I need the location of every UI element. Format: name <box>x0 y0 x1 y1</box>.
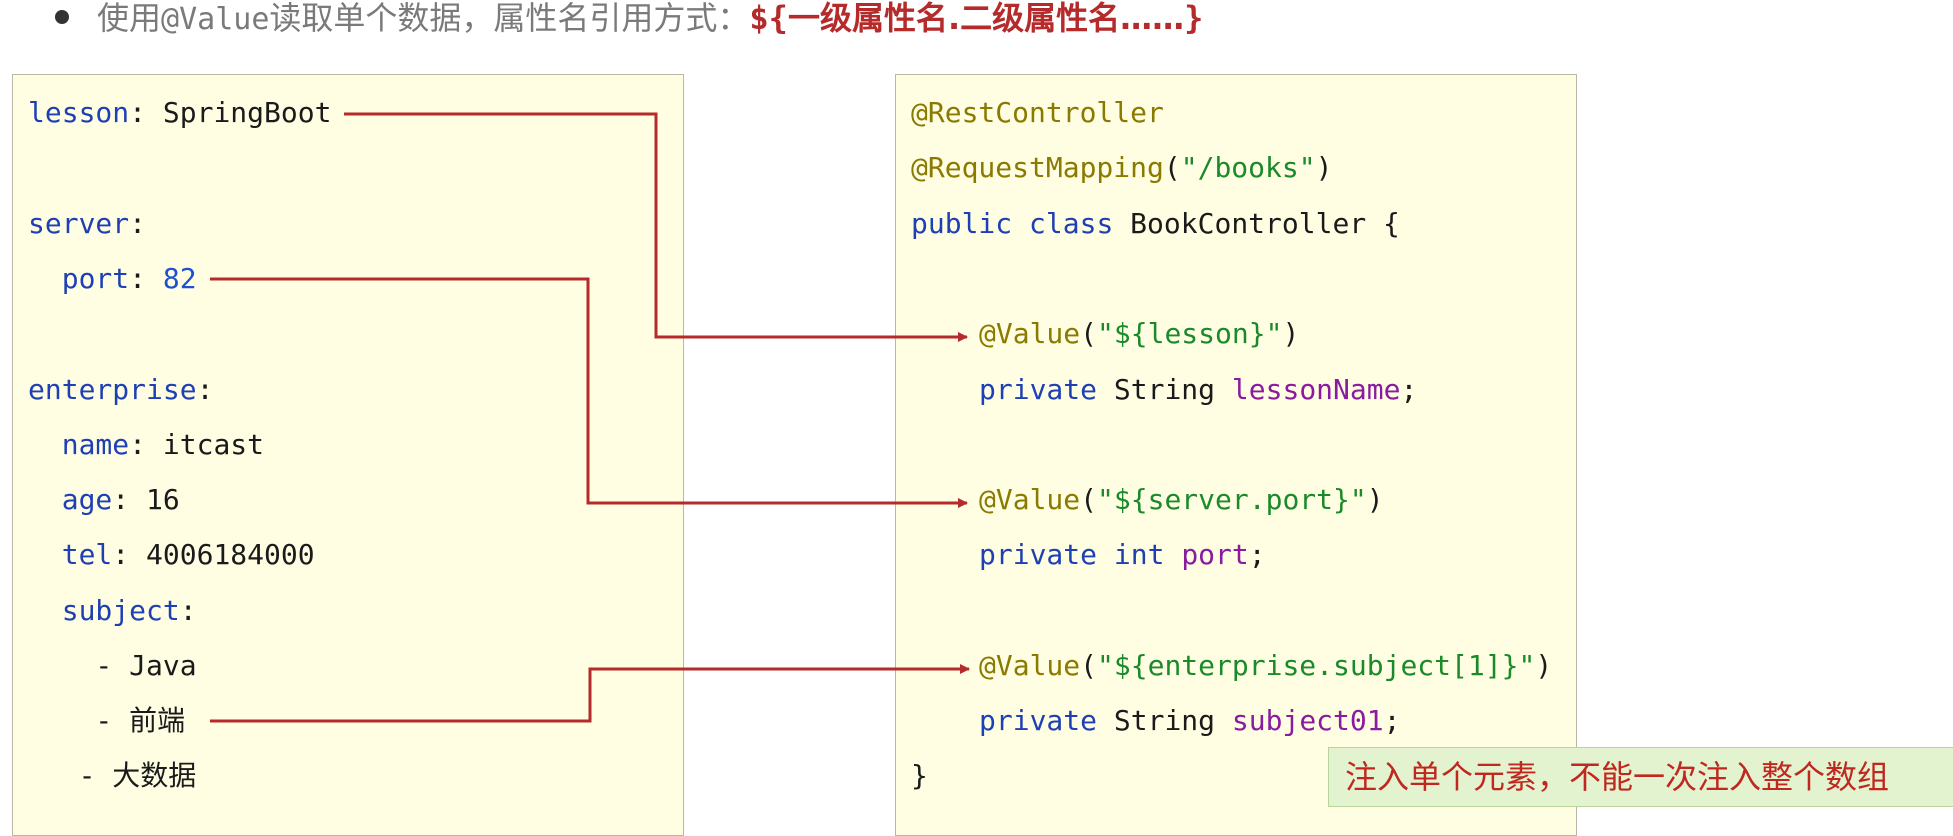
java-keyword: class <box>1029 207 1114 240</box>
java-type: String <box>1113 704 1216 737</box>
yaml-line-server: server: <box>28 207 147 240</box>
yaml-value: 4006184000 <box>146 538 315 571</box>
connector-arrows <box>210 112 970 723</box>
header-annotation: @Value <box>161 2 270 37</box>
highlight-close: } <box>1184 0 1204 37</box>
yaml-list-value: 大数据 <box>112 759 197 792</box>
yaml-value: itcast <box>162 428 265 461</box>
yaml-value: 82 <box>162 262 197 295</box>
header-middle: 读取单个数据，属性名引用方式： <box>269 0 750 37</box>
yaml-key: lesson <box>28 96 130 129</box>
java-line-requestmapping: @RequestMapping("/books") <box>911 151 1333 184</box>
yaml-key: port <box>61 262 130 295</box>
highlight-text: 一级属性名.二级属性名…… <box>787 0 1185 37</box>
yaml-line-name: name: itcast <box>61 428 265 461</box>
java-annotation: @RequestMapping <box>911 151 1164 184</box>
java-line-value-subject: @Value("${enterprise.subject[1]}") <box>979 649 1553 682</box>
header-highlight: ${一级属性名.二级属性名……} <box>749 0 1203 37</box>
java-keyword: private <box>979 373 1098 406</box>
java-annotation: @Value <box>979 483 1081 516</box>
java-string: "/books" <box>1180 151 1316 184</box>
java-keyword: private <box>979 704 1098 737</box>
java-line-field-subject: private String subject01; <box>979 704 1401 737</box>
yaml-value: 16 <box>146 483 180 516</box>
yaml-key: subject <box>61 594 180 627</box>
java-annotation: @RestController <box>911 96 1164 129</box>
java-field: port <box>1181 538 1249 571</box>
java-line-restcontroller: @RestController <box>911 96 1164 130</box>
java-line-value-lesson: @Value("${lesson}") <box>979 317 1300 350</box>
java-keyword: public <box>911 207 1013 240</box>
connector-port <box>210 277 968 508</box>
connector-subject <box>210 664 970 723</box>
yaml-list-item: - 大数据 <box>28 759 197 792</box>
java-line-field-lesson: private String lessonName; <box>979 373 1418 406</box>
yaml-key: enterprise <box>28 373 197 406</box>
bullet-icon <box>55 10 69 24</box>
yaml-key: tel <box>61 538 113 571</box>
yaml-line-port: port: 82 <box>61 262 197 295</box>
java-type: int <box>1113 538 1165 571</box>
header-bullet-line: 使用@Value读取单个数据，属性名引用方式：${一级属性名.二级属性名……} <box>55 0 1203 40</box>
highlight-open: ${ <box>749 0 788 37</box>
yaml-code-panel: lesson: SpringBoot server: port: 82 ente… <box>12 74 684 836</box>
java-string: "${server.port}" <box>1097 483 1367 516</box>
java-annotation: @Value <box>979 649 1081 682</box>
java-line-field-port: private int port; <box>979 538 1266 571</box>
yaml-value: SpringBoot <box>162 96 332 129</box>
java-annotation: @Value <box>979 317 1081 350</box>
yaml-line-lesson: lesson: SpringBoot <box>28 96 332 129</box>
yaml-line-enterprise: enterprise: <box>28 373 214 406</box>
java-type: String <box>1113 373 1216 406</box>
java-class-name: BookController <box>1130 207 1367 240</box>
note-box: 注入单个元素，不能一次注入整个数组 <box>1328 747 1953 807</box>
java-line-class-decl: public class BookController { <box>911 207 1400 240</box>
header-prefix: 使用 <box>97 0 162 37</box>
yaml-key: name <box>61 428 130 461</box>
java-string: "${enterprise.subject[1]}" <box>1097 649 1536 682</box>
yaml-line-subject: subject: <box>61 594 197 627</box>
yaml-list-item: - 前端 <box>28 704 186 737</box>
yaml-list-item: - Java <box>28 649 197 682</box>
yaml-key: server <box>28 207 130 240</box>
yaml-list-value: 前端 <box>129 704 186 737</box>
yaml-line-tel: tel: 4006184000 <box>61 538 315 571</box>
java-code-panel: @RestController @RequestMapping("/books"… <box>895 74 1577 836</box>
java-line-close-brace: } <box>911 759 928 792</box>
java-field: subject01 <box>1231 704 1384 737</box>
java-keyword: private <box>979 538 1098 571</box>
yaml-key: age <box>61 483 113 516</box>
connector-lesson <box>344 112 968 342</box>
java-string: "${lesson}" <box>1097 317 1283 350</box>
java-field: lessonName <box>1231 373 1401 406</box>
yaml-line-age: age: 16 <box>61 483 180 516</box>
yaml-list-value: Java <box>129 649 197 682</box>
java-line-value-port: @Value("${server.port}") <box>979 483 1384 516</box>
